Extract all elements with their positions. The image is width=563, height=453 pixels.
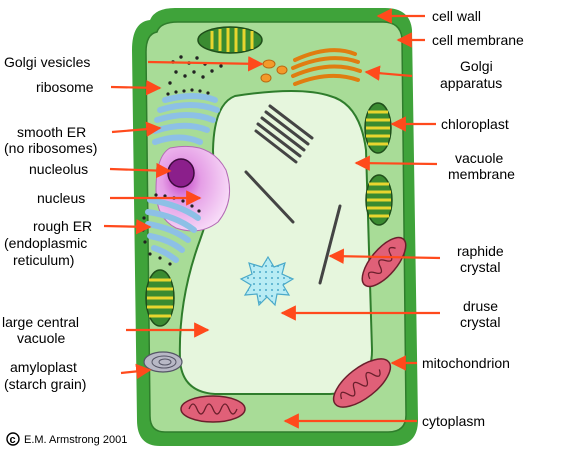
label-golgi-apparatus-1: Golgi <box>460 58 493 74</box>
label-rough-er-2: (endoplasmic <box>4 235 87 251</box>
chloroplast-right-1 <box>364 102 392 154</box>
golgi-vesicles <box>260 59 288 83</box>
er-ribosomes-top <box>166 88 210 96</box>
rough-er <box>145 197 201 263</box>
label-vacuole-membrane-2: membrane <box>448 166 515 182</box>
label-druse-crystal-2: crystal <box>460 314 500 330</box>
label-vacuole-membrane-1: vacuole <box>455 150 503 166</box>
mitochondrion-lower <box>332 358 392 408</box>
credit-text: E.M. Armstrong 2001 <box>24 434 127 446</box>
label-golgi-apparatus-2: apparatus <box>440 75 502 91</box>
label-cytoplasm: cytoplasm <box>422 413 485 429</box>
label-amyloplast-2: (starch grain) <box>4 376 86 392</box>
label-rough-er-3: reticulum) <box>13 252 74 268</box>
leader-arrows <box>103 8 441 429</box>
amyloplast <box>143 351 183 373</box>
label-large-central-vacuole-1: large central <box>2 314 79 330</box>
label-amyloplast-1: amyloplast <box>10 359 77 375</box>
label-ribosome: ribosome <box>36 79 94 95</box>
nucleolus <box>167 158 195 188</box>
label-cell-membrane: cell membrane <box>432 32 524 48</box>
chloroplast-top <box>197 26 263 54</box>
label-druse-crystal-1: druse <box>463 298 498 314</box>
chloroplasts <box>145 26 393 327</box>
label-raphide-crystal-1: raphide <box>457 243 504 259</box>
label-rough-er-1: rough ER <box>33 218 92 234</box>
credit: c E.M. Armstrong 2001 <box>6 432 127 446</box>
mitochondrion-bottom <box>180 395 246 423</box>
chloroplast-right-2 <box>365 174 393 226</box>
copyright-icon <box>6 432 20 446</box>
label-raphide-crystal-2: crystal <box>460 259 500 275</box>
mitochondrion-right <box>361 236 407 288</box>
copyright-symbol: c <box>10 434 16 446</box>
label-cell-wall: cell wall <box>432 8 481 24</box>
label-golgi-vesicles: Golgi vesicles <box>4 54 90 70</box>
label-smooth-er-2: (no ribosomes) <box>4 140 97 156</box>
label-chloroplast: chloroplast <box>441 116 509 132</box>
druse-crystal <box>239 255 295 307</box>
label-nucleolus: nucleolus <box>29 161 88 177</box>
label-nucleus: nucleus <box>37 190 85 206</box>
mitochondria <box>180 236 407 423</box>
labels: cell wall cell membrane Golgi vesicles G… <box>2 8 524 429</box>
label-mitochondrion: mitochondrion <box>422 355 510 371</box>
chloroplast-left <box>145 269 175 327</box>
label-large-central-vacuole-2: vacuole <box>17 330 65 346</box>
golgi-apparatus <box>291 48 362 86</box>
raphide-crystals <box>244 104 342 285</box>
label-smooth-er-1: smooth ER <box>17 124 86 140</box>
